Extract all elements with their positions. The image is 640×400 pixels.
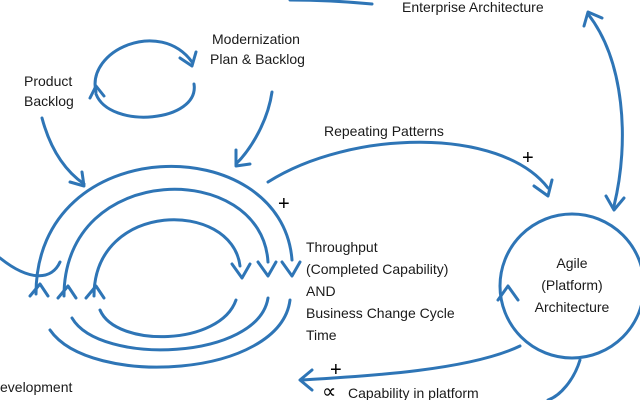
core-loop-middle-bottom [70, 296, 270, 352]
product-backlog-label-line1: Product [24, 73, 72, 89]
modernization-to-core-arrow [234, 90, 274, 166]
modernization-label-line1: Modernization [212, 31, 300, 47]
enterprise-architecture-link [586, 12, 624, 208]
core-loop-middle-arc [62, 187, 270, 298]
outer-top-arc [288, 0, 374, 6]
throughput-label-line3: AND [306, 283, 336, 299]
core-loop-inner-bottom [98, 298, 238, 339]
agile-label-line3: Architecture [535, 299, 610, 315]
core-loop-outer-arrowhead-right [280, 260, 302, 278]
core-loop-middle-arrowhead-left [56, 284, 78, 300]
agile-label-line2: (Platform) [541, 277, 602, 293]
throughput-label-line1: Throughput [306, 239, 378, 255]
core-loop-outer-arrowhead-left [28, 282, 50, 298]
core-loop-outer-bottom [48, 298, 292, 369]
capability-arrow [300, 344, 522, 382]
core-loop-inner-arrowhead-left [84, 284, 106, 300]
capability-label: Capability in platform [348, 385, 479, 400]
core-loop-middle-arrowhead-right [256, 260, 278, 278]
core-loop-inner-arrowhead-right [230, 262, 252, 280]
plus-core-symbol: + [278, 193, 290, 215]
product-backlog-label-line2: Backlog [24, 93, 74, 109]
repeating-patterns-arrowhead [532, 178, 554, 198]
plus-bottom-symbol: + [330, 359, 342, 381]
enterprise-architecture-label: Enterprise Architecture [402, 0, 544, 15]
repeating-patterns-arrow [266, 140, 550, 190]
proportional-symbol: ∝ [322, 381, 336, 400]
product-backlog-to-core-arrowhead [68, 170, 86, 188]
throughput-label-line2: (Completed Capability) [306, 261, 448, 277]
core-loop-inner-arc [92, 218, 242, 298]
capability-arrowhead [298, 368, 314, 392]
core-loop-outer-arc [34, 164, 294, 296]
backlog-loop-top-arc [93, 39, 194, 94]
agile-architecture-node [498, 212, 640, 360]
enterprise-link-arrowhead-bottom [604, 194, 626, 212]
repeating-patterns-label: Repeating Patterns [324, 123, 444, 139]
bottom-right-loop [546, 358, 582, 400]
agile-node-arrowhead [496, 284, 520, 302]
backlog-loop-bottom-arc [94, 82, 196, 119]
throughput-label-line4: Business Change Cycle [306, 305, 455, 321]
outer-left-loop [0, 256, 62, 278]
plus-repeating-symbol: + [522, 147, 534, 169]
enterprise-link-arrowhead-top [582, 10, 604, 28]
agile-label-line1: Agile [556, 255, 587, 271]
modernization-to-core-arrowhead [234, 148, 252, 168]
backlog-loop-top-arrowhead [178, 50, 198, 68]
modernization-label-line2: Plan & Backlog [210, 51, 305, 67]
throughput-label-line5: Time [306, 327, 337, 343]
development-label: evelopment [0, 379, 72, 395]
backlog-loop-bottom-arrowhead [88, 84, 106, 100]
product-backlog-to-core-arrow [40, 116, 86, 186]
